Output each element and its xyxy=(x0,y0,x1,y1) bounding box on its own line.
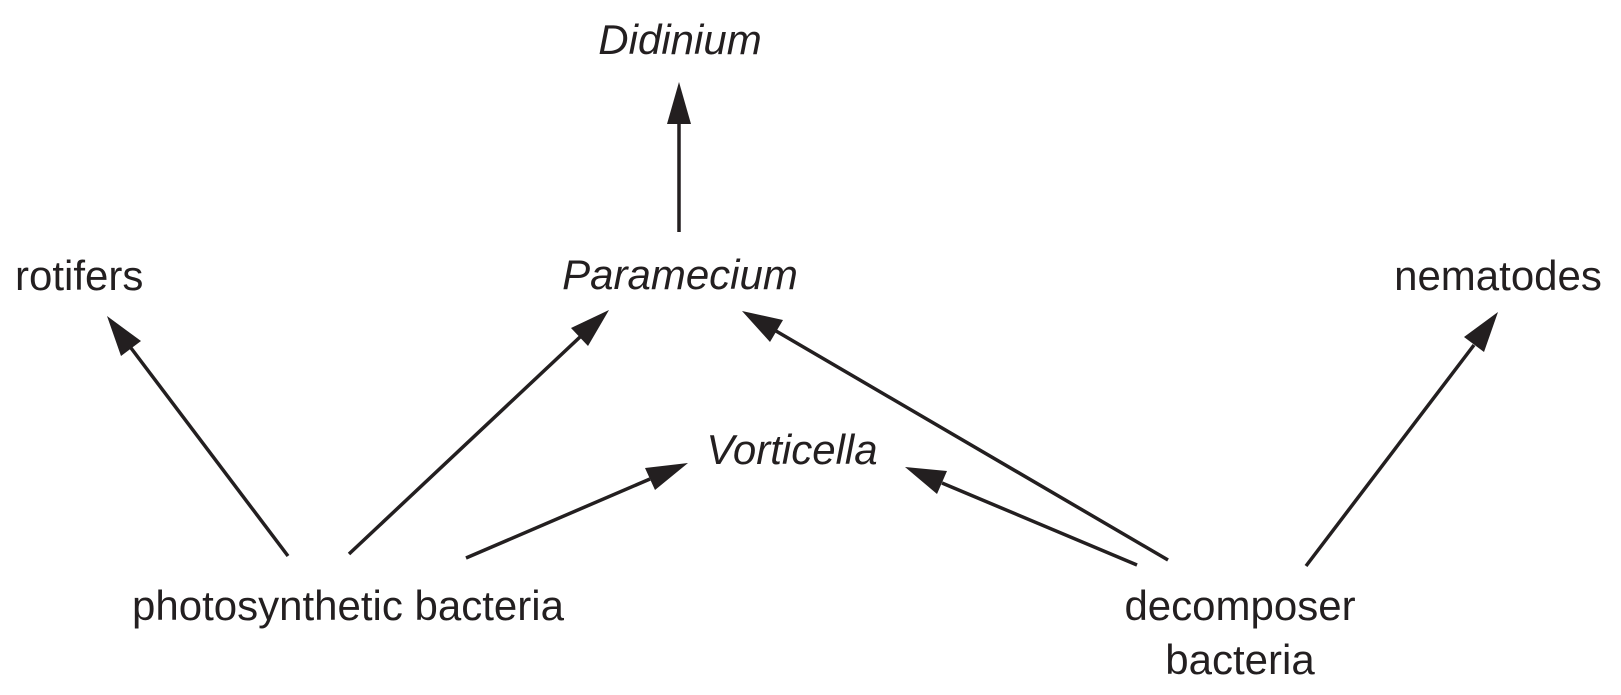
node-paramecium: Paramecium xyxy=(562,251,798,298)
arrow-decomposer-to-paramecium xyxy=(742,311,1169,562)
arrow-photosynthetic-to-paramecium xyxy=(347,310,609,556)
node-rotifers: rotifers xyxy=(15,252,144,299)
node-decomposer-bacteria-line1: decomposer xyxy=(1124,582,1356,629)
node-nematodes: nematodes xyxy=(1394,252,1602,299)
arrow-paramecium-to-didinium xyxy=(667,82,691,232)
node-decomposer-bacteria-line2: bacteria xyxy=(1165,636,1315,683)
arrow-decomposer-to-vorticella xyxy=(905,467,1138,567)
arrow-decomposer-to-nematodes xyxy=(1304,312,1498,568)
node-didinium: Didinium xyxy=(598,16,762,63)
arrow-photosynthetic-to-rotifers xyxy=(107,316,290,558)
node-vorticella: Vorticella xyxy=(706,426,878,473)
arrow-photosynthetic-to-vorticella xyxy=(465,463,688,560)
node-photosynthetic-bacteria: photosynthetic bacteria xyxy=(132,582,564,629)
